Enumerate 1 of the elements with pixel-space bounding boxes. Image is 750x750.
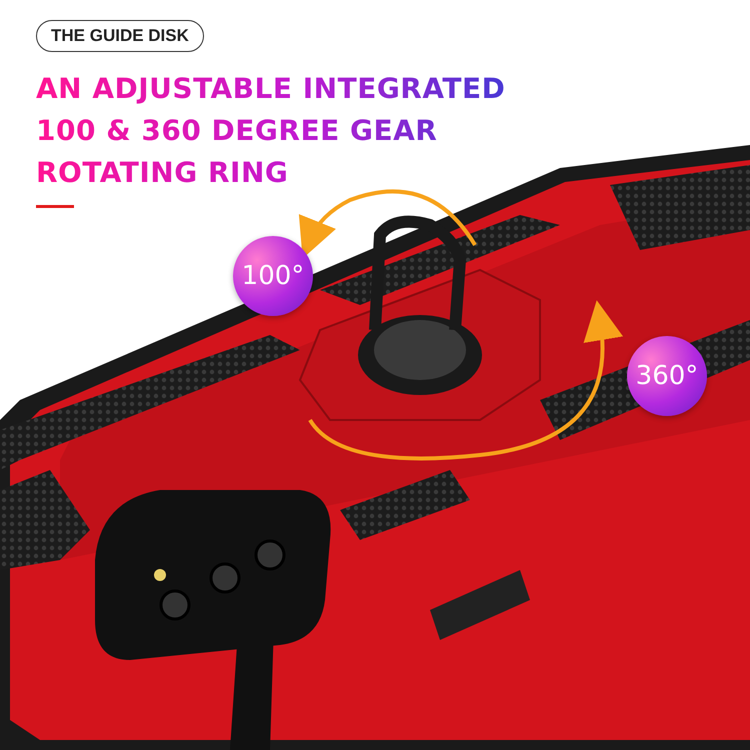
tag-label: THE GUIDE DISK	[36, 20, 204, 52]
